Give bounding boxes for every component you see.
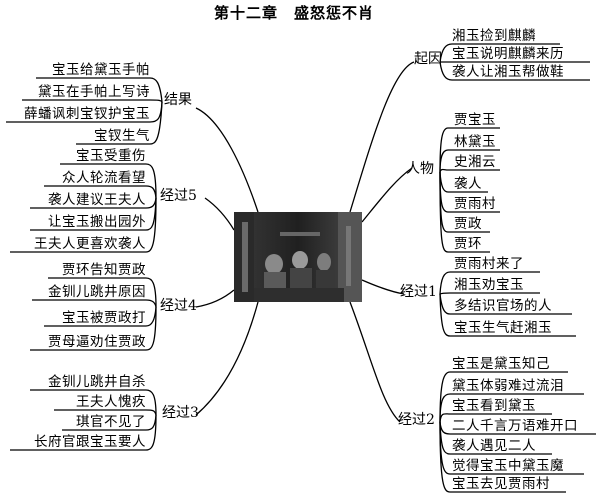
- leaf-renwu-1: 贾宝玉: [454, 112, 496, 128]
- leaf-jieguo-1: 宝玉给黛玉手帕: [52, 62, 150, 78]
- links-jingguo1: [439, 271, 576, 337]
- leaf-jingguo4-4: 贾母逼劝住贾政: [48, 334, 146, 350]
- leaf-jingguo1-3: 多结识官场的人: [454, 298, 552, 314]
- leaf-jingguo4-1: 贾环告知贾政: [62, 262, 146, 278]
- branch-label-jieguo: 结果: [164, 92, 192, 108]
- leaf-jingguo4-3: 宝玉被贾政打: [62, 310, 146, 326]
- leaf-jingguo1-1: 贾雨村来了: [454, 256, 524, 272]
- branch-label-jingguo2: 经过2: [398, 412, 435, 428]
- branch-label-jingguo3: 经过3: [162, 405, 199, 421]
- links-jingguo5: [10, 163, 157, 253]
- leaf-jingguo3-1: 金钏儿跳井自杀: [48, 374, 146, 390]
- trunk-jingguo4: [195, 289, 235, 308]
- leaf-jingguo2-1: 宝玉是黛玉知己: [452, 356, 550, 372]
- trunk-jingguo2: [349, 301, 401, 423]
- leaf-renwu-3: 史湘云: [454, 154, 496, 170]
- leaf-renwu-4: 袭人: [454, 176, 482, 192]
- branch-label-qiyin: 起因: [414, 51, 442, 67]
- trunk-qiyin: [349, 61, 415, 213]
- leaf-jingguo5-5: 王夫人更喜欢袭人: [34, 236, 146, 252]
- leaf-renwu-6: 贾政: [454, 216, 482, 232]
- leaf-jingguo4-2: 金钏儿跳井原因: [48, 284, 146, 300]
- leaf-jingguo1-2: 湘玉劝宝玉: [454, 277, 524, 293]
- leaf-jingguo3-3: 琪官不见了: [76, 414, 146, 430]
- center-image: [234, 212, 362, 302]
- trunk-jieguo: [195, 107, 259, 213]
- leaf-qiyin-2: 宝玉说明麒麟来历: [452, 46, 564, 62]
- leaf-renwu-2: 林黛玉: [454, 134, 496, 150]
- links-jingguo2: [439, 371, 596, 493]
- trunk-jingguo5: [204, 197, 235, 231]
- leaf-jingguo2-7: 宝玉去见贾雨村: [452, 476, 550, 492]
- leaf-jingguo2-3: 宝玉看到黛玉: [452, 398, 536, 414]
- leaf-qiyin-1: 湘玉捡到麒麟: [452, 28, 536, 44]
- leaf-jingguo5-3: 袭人建议王夫人: [48, 192, 146, 208]
- leaf-jingguo2-4: 二人千言万语难开口: [452, 418, 578, 434]
- leaf-jieguo-3: 薛蟠讽刺宝钗护宝玉: [24, 106, 150, 122]
- leaf-renwu-7: 贾环: [454, 236, 482, 252]
- links-jingguo3: [10, 389, 157, 451]
- leaf-qiyin-3: 袭人让湘玉帮做鞋: [452, 64, 564, 80]
- leaf-renwu-5: 贾雨村: [454, 196, 496, 212]
- leaf-jingguo1-4: 宝玉生气赶湘玉: [454, 320, 552, 336]
- film-still-picture: [234, 212, 362, 302]
- leaf-jingguo3-4: 长府官跟宝玉要人: [34, 434, 146, 450]
- links-renwu: [439, 127, 500, 253]
- branch-label-jingguo4: 经过4: [160, 298, 197, 314]
- leaf-jingguo5-2: 众人轮流看望: [62, 170, 146, 186]
- links-jingguo4: [30, 277, 157, 351]
- leaf-jingguo5-1: 宝玉受重伤: [76, 148, 146, 164]
- leaf-jingguo5-4: 让宝玉搬出园外: [48, 214, 146, 230]
- leaf-jingguo2-5: 袭人遇见二人: [452, 438, 536, 454]
- branch-label-jingguo5: 经过5: [160, 188, 197, 204]
- branch-label-renwu: 人物: [406, 161, 434, 177]
- leaf-jieguo-2: 黛玉在手帕上写诗: [38, 84, 150, 100]
- trunk-jingguo1: [361, 279, 405, 295]
- links-qiyin: [439, 43, 590, 81]
- trunk-renwu: [361, 167, 413, 223]
- branch-label-jingguo1: 经过1: [400, 284, 437, 300]
- trunk-jingguo3: [195, 301, 259, 416]
- leaf-jieguo-4: 宝钗生气: [94, 128, 150, 144]
- page-title: 第十二章 盛怒惩不肖: [214, 4, 375, 22]
- leaf-jingguo2-6: 觉得宝玉中黛玉魔: [452, 458, 564, 474]
- links-jieguo: [6, 77, 163, 145]
- leaf-jingguo3-2: 王夫人愧疚: [76, 394, 146, 410]
- leaf-jingguo2-2: 黛玉体弱难过流泪: [452, 378, 564, 394]
